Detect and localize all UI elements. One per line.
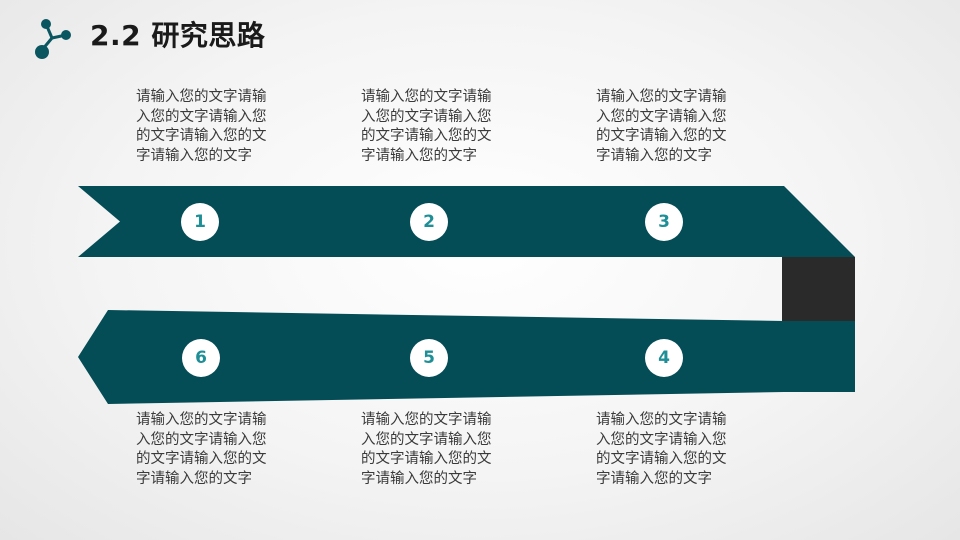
step-6-text: 请输入您的文字请输入您的文字请输入您的文字请输入您的文字请输入您的文字 [136,412,267,487]
step-2-badge: 2 [410,203,448,241]
arrow-connector [782,257,855,321]
step-2-text: 请输入您的文字请输入您的文字请输入您的文字请输入您的文字请输入您的文字 [361,89,492,164]
step-4-text: 请输入您的文字请输入您的文字请输入您的文字请输入您的文字请输入您的文字 [596,412,727,487]
step-3-text: 请输入您的文字请输入您的文字请输入您的文字请输入您的文字请输入您的文字 [596,89,727,164]
step-6-badge: 6 [182,339,220,377]
step-5-badge: 5 [410,339,448,377]
step-4-badge: 4 [645,339,683,377]
page-title: 2.2 研究思路 [90,19,266,52]
step-3-badge: 3 [645,203,683,241]
molecule-icon [35,19,71,59]
step-5-text: 请输入您的文字请输入您的文字请输入您的文字请输入您的文字请输入您的文字 [361,412,492,487]
bottom-arrow-band [78,310,855,404]
step-1-text: 请输入您的文字请输入您的文字请输入您的文字请输入您的文字请输入您的文字 [136,89,267,164]
step-1-badge: 1 [181,203,219,241]
